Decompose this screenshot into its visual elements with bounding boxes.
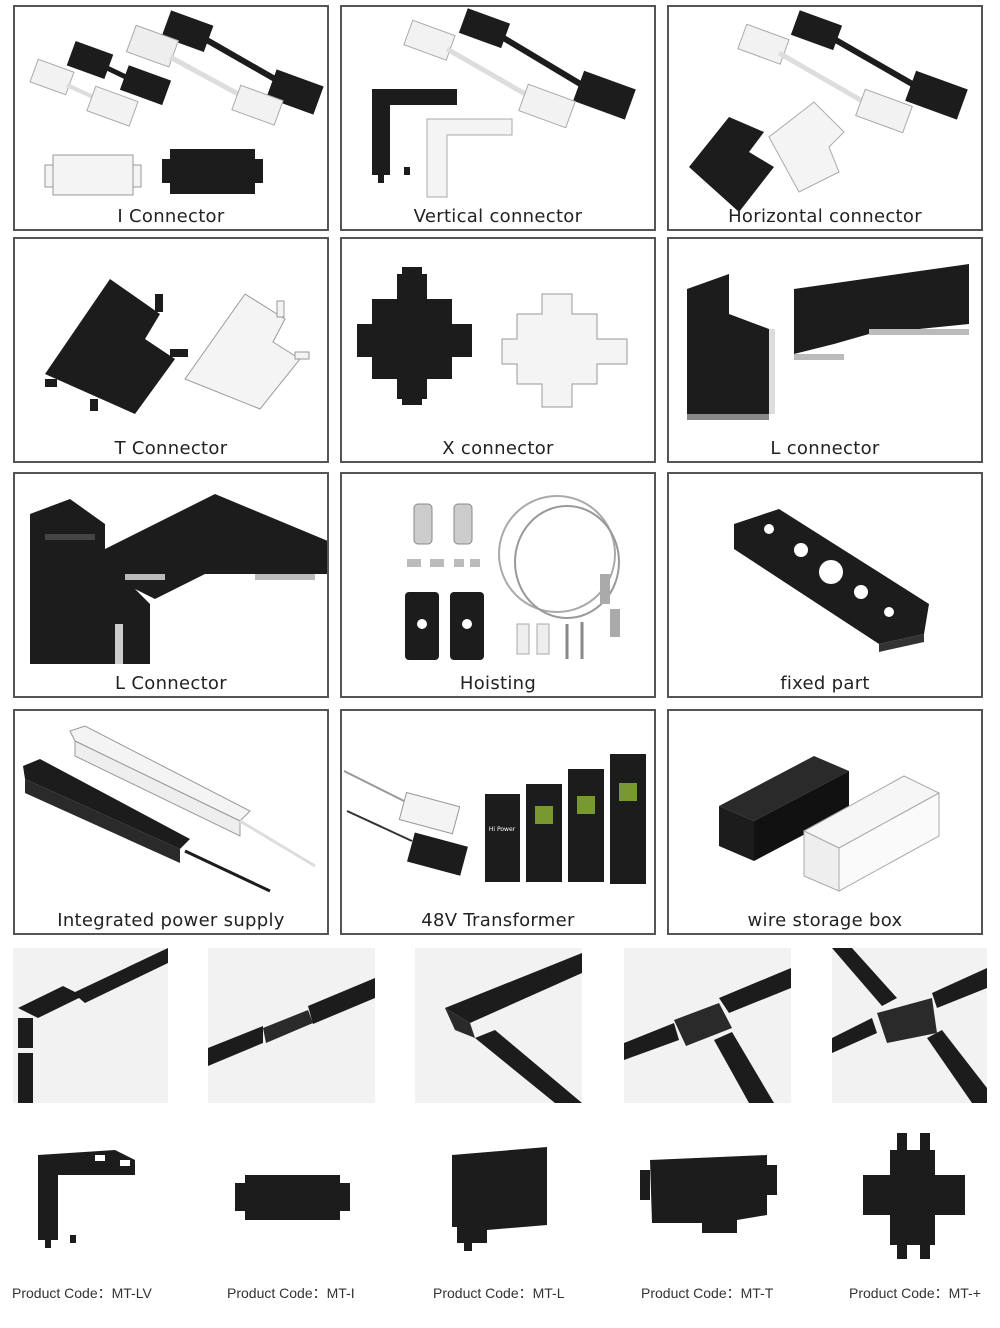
product-code-mt-l: Product Code：MT-L <box>433 1285 565 1301</box>
product-card-integrated-power-supply[interactable]: Integrated power supply <box>13 709 329 935</box>
power-supply-image <box>23 725 316 893</box>
product-label: Integrated power supply <box>57 910 285 931</box>
l-connector-2-image <box>30 494 327 664</box>
product-card-l-connector[interactable]: L connector <box>667 237 983 463</box>
installation-photo-x <box>832 948 987 1103</box>
hoisting-image <box>405 495 620 660</box>
part-image-mt-i <box>205 1135 385 1285</box>
product-label: Horizontal connector <box>728 206 922 227</box>
product-card-vertical-connector[interactable]: Vertical connector <box>340 5 656 231</box>
product-card-l-connector-2[interactable]: L Connector <box>13 472 329 698</box>
product-card-x-connector[interactable]: X connector <box>340 237 656 463</box>
part-image-mt-plus <box>825 1125 1000 1275</box>
transformer-brand-label: Hi Power <box>489 826 516 833</box>
product-code-mt-i: Product Code：MT-I <box>227 1285 355 1301</box>
installation-photo-t <box>624 948 791 1103</box>
product-card-i-connector[interactable]: I Connector <box>13 5 329 231</box>
product-label: Vertical connector <box>413 206 583 227</box>
product-code-mt-lv: Product Code：MT-LV <box>12 1285 152 1301</box>
product-label: 48V Transformer <box>421 910 575 931</box>
fixed-part-image <box>734 509 929 652</box>
product-label: fixed part <box>780 673 870 694</box>
product-label: I Connector <box>117 206 225 227</box>
product-label: X connector <box>442 438 554 459</box>
part-image-mt-l <box>412 1135 592 1285</box>
product-label: L connector <box>770 438 880 459</box>
product-label: wire storage box <box>747 910 903 931</box>
product-card-48v-transformer[interactable]: Hi Power 48V Transformer <box>340 709 656 935</box>
product-card-hoisting[interactable]: Hoisting <box>340 472 656 698</box>
product-label: Hoisting <box>459 673 537 694</box>
x-connector-image <box>357 267 628 408</box>
wire-storage-box-image <box>719 756 941 892</box>
installation-photo-lv <box>13 948 168 1103</box>
l-connector-image <box>687 264 969 420</box>
horizontal-connector-image <box>689 10 968 212</box>
product-code-mt-t: Product Code：MT-T <box>641 1285 774 1301</box>
product-card-t-connector[interactable]: T Connector <box>13 237 329 463</box>
part-image-mt-t <box>622 1135 802 1285</box>
product-card-wire-storage-box[interactable]: wire storage box <box>667 709 983 935</box>
product-label: L Connector <box>115 673 227 694</box>
installation-photo-l <box>415 948 582 1103</box>
transformer-image: Hi Power <box>343 754 646 884</box>
part-image-mt-lv <box>0 1135 180 1285</box>
t-connector-image <box>45 279 310 414</box>
product-card-fixed-part[interactable]: fixed part <box>667 472 983 698</box>
i-connector-image <box>29 10 324 196</box>
product-label: T Connector <box>114 438 228 459</box>
installation-photo-i <box>208 948 375 1103</box>
product-card-horizontal-connector[interactable]: Horizontal connector <box>667 5 983 231</box>
vertical-connector-image <box>372 8 636 198</box>
product-code-mt-plus: Product Code：MT-+ <box>849 1285 981 1301</box>
